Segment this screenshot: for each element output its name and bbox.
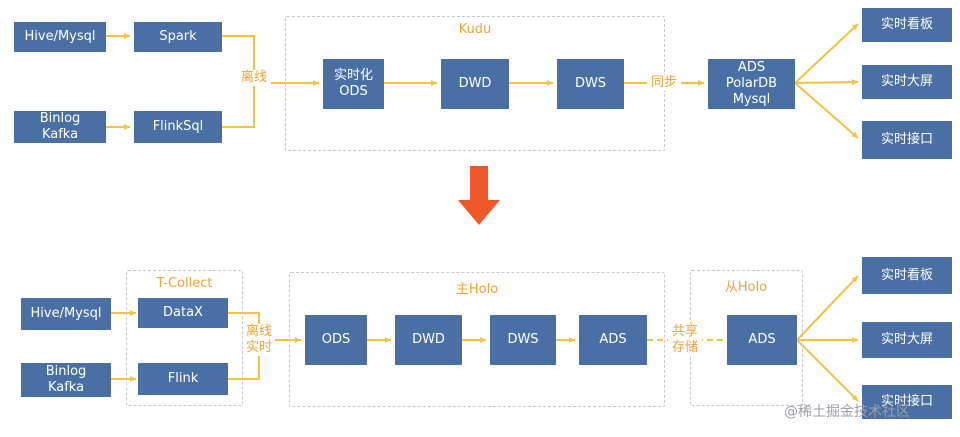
top-hive-mysql: Hive/Mysql (14, 22, 106, 52)
top-out-api: 实时接口 (862, 121, 952, 159)
bottom-dws: DWS (490, 315, 556, 365)
bottom-out-bigscreen: 实时大屏 (862, 322, 952, 358)
slave-holo-group-label: 从Holo (724, 280, 768, 295)
transition-arrow (458, 166, 500, 225)
bottom-edge-label-offline-realtime: 离线 实时 (243, 324, 275, 356)
bottom-datax: DataX (138, 298, 228, 328)
kudu-group-label: Kudu (458, 22, 492, 37)
edge-ads-out3 (796, 339, 859, 402)
bottom-hive-mysql: Hive/Mysql (21, 298, 111, 330)
bottom-flink: Flink (138, 363, 228, 395)
tcollect-group (126, 270, 243, 406)
top-out-bigscreen: 实时大屏 (862, 65, 952, 99)
edge-ads-out2 (794, 79, 859, 86)
bottom-dwd: DWD (395, 315, 462, 365)
bottom-ads-main: ADS (579, 315, 647, 365)
main-holo-group-label: 主Holo (455, 282, 499, 297)
bottom-out-api: 实时接口 (862, 385, 952, 419)
top-dws: DWS (557, 59, 624, 109)
top-edge-label-offline: 离线 (237, 70, 271, 86)
top-spark: Spark (134, 22, 222, 52)
bottom-edge-label-shared-storage: 共享 存储 (668, 324, 702, 356)
top-rt-ods: 实时化 ODS (323, 59, 384, 109)
top-ads: ADS PolarDB Mysql (708, 59, 795, 109)
bottom-out-dashboard: 实时看板 (862, 257, 952, 294)
edge-spark-merge (222, 35, 255, 83)
bottom-binlog-kafka: Binlog Kafka (21, 363, 111, 397)
top-out-dashboard: 实时看板 (862, 8, 952, 42)
edge-ads-out3 (794, 82, 859, 139)
edge-ads-out1 (796, 275, 859, 341)
watermark: @稀土掘金技术社区 (784, 404, 910, 420)
top-dwd: DWD (441, 59, 509, 109)
bottom-ads-slave: ADS (727, 315, 797, 365)
main-holo-group (289, 272, 665, 407)
edge-flinksql-merge (222, 83, 255, 128)
top-binlog-kafka: Binlog Kafka (14, 111, 106, 143)
top-edge-label-sync: 同步 (647, 75, 681, 91)
top-flinksql: FlinkSql (134, 111, 222, 143)
bottom-ods: ODS (305, 315, 367, 365)
edge-ads-out1 (794, 23, 859, 84)
tcollect-group-label: T-Collect (156, 276, 213, 291)
